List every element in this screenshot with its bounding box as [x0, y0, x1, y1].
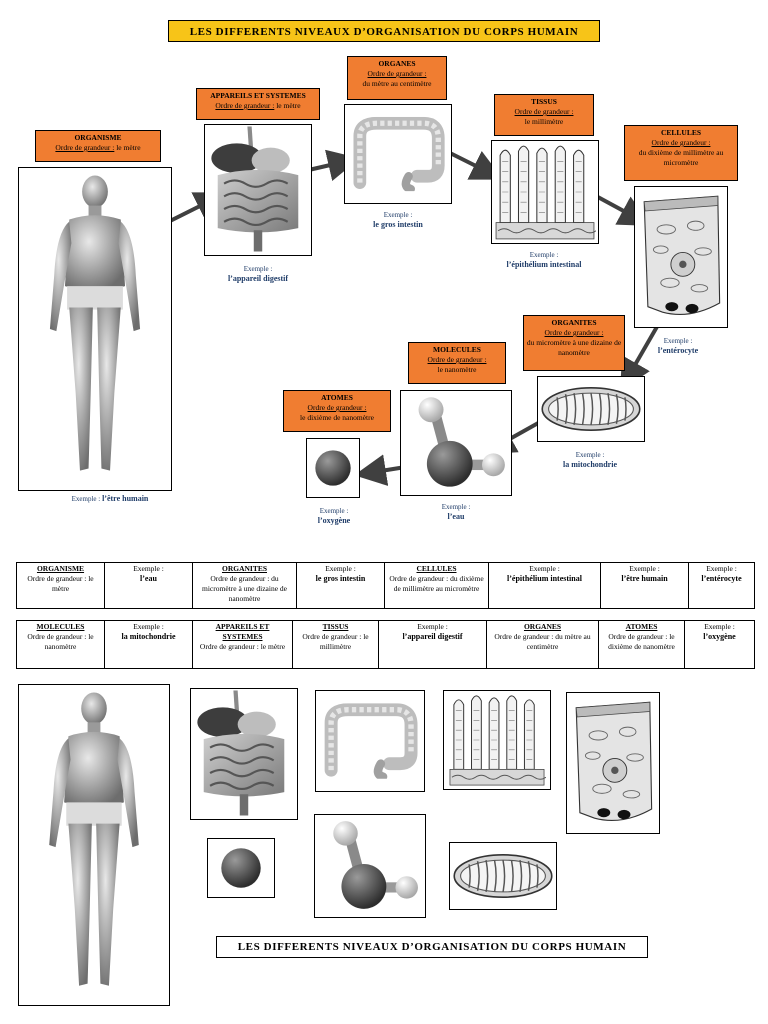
- caption-appareils: Exemple : l’appareil digestif: [227, 265, 289, 283]
- caption-organites: Exemple : la mitochondrie: [563, 451, 617, 469]
- water-molecule-image: [400, 390, 512, 496]
- large-intestine-icon: [331, 710, 411, 777]
- label-appareils: APPAREILS ET SYSTEMES Ordre de grandeur …: [196, 88, 320, 120]
- tissue-icon: [448, 691, 546, 789]
- arrow-cellules-organites: [620, 317, 664, 391]
- caption-atomes: Exemple : l’oxygène: [317, 507, 351, 525]
- digestive-system-image-cutout: [190, 688, 298, 820]
- cell-icon: [644, 196, 719, 314]
- cell-example-mitochondrie: Exemple :la mitochondrie: [104, 620, 193, 669]
- tissue-icon: [494, 141, 596, 243]
- caption-molecules: Exemple : l’eau: [441, 503, 471, 521]
- label-organes: ORGANES Ordre de grandeur : du mètre au …: [347, 56, 447, 100]
- cell-example-appareil-digestif: Exemple :l’appareil digestif: [378, 620, 487, 669]
- cell-example-epithelium: Exemple :l’épithélium intestinal: [488, 562, 601, 609]
- water-molecule-icon: [333, 821, 418, 909]
- large-intestine-icon: [360, 123, 438, 189]
- enterocyte-image-cutout: [566, 692, 660, 834]
- cell-example-etre-humain: Exemple :l’être humain: [600, 562, 689, 609]
- human-image-cutout: [18, 684, 170, 1006]
- caption-tissus: Exemple : l’épithélium intestinal: [506, 251, 582, 269]
- digestive-system-image: [204, 124, 312, 256]
- intestinal-epithelium-image-cutout: [443, 690, 551, 790]
- oxygen-atom-image: [306, 438, 360, 498]
- large-intestine-image: [344, 104, 452, 204]
- atom-icon: [315, 450, 350, 485]
- large-intestine-image-cutout: [315, 690, 425, 792]
- cell-example-gros-intestin: Exemple :le gros intestin: [296, 562, 385, 609]
- label-organisme: ORGANISME Ordre de grandeur : le mètre: [35, 130, 161, 162]
- cell-example-eau: Exemple :l’eau: [104, 562, 193, 609]
- water-molecule-image-cutout: [314, 814, 426, 918]
- oxygen-atom-image-cutout: [207, 838, 275, 898]
- mitochondria-image: [537, 376, 645, 442]
- label-organites: ORGANITES Ordre de grandeur : du micromè…: [523, 315, 625, 371]
- caption-organes: Exemple : le gros intestin: [373, 211, 423, 229]
- cell-icon: [576, 702, 651, 820]
- cell-example-oxygene: Exemple :l’oxygène: [684, 620, 755, 669]
- page-title: LES DIFFERENTS NIVEAUX D’ORGANISATION DU…: [168, 20, 600, 42]
- caption-organisme: Exemple : l’être humain: [71, 494, 149, 503]
- label-molecules: MOLECULES Ordre de grandeur : le nanomèt…: [408, 342, 506, 384]
- atom-icon: [221, 848, 260, 887]
- enterocyte-image: [634, 186, 728, 328]
- human-image: [18, 167, 172, 491]
- digestive-system-icon: [211, 126, 298, 251]
- label-atomes: ATOMES Ordre de grandeur : le dixième de…: [283, 390, 391, 432]
- label-cellules: CELLULES Ordre de grandeur : du dixième …: [624, 125, 738, 181]
- caption-cellules: Exemple : l’entérocyte: [657, 337, 699, 355]
- mitochondria-image-cutout: [449, 842, 557, 910]
- cell-example-enterocyte: Exemple :l’entérocyte: [688, 562, 755, 609]
- intestinal-epithelium-image: [491, 140, 599, 244]
- human-body-icon: [49, 692, 139, 985]
- mitochondria-icon: [454, 855, 552, 897]
- human-body-icon: [50, 176, 140, 471]
- digestive-system-icon: [197, 690, 284, 815]
- page-title-bottom: LES DIFFERENTS NIVEAUX D’ORGANISATION DU…: [216, 936, 648, 958]
- mitochondria-icon: [542, 388, 640, 430]
- label-tissus: TISSUS Ordre de grandeur : le millimètre: [494, 94, 594, 136]
- water-molecule-icon: [419, 397, 505, 486]
